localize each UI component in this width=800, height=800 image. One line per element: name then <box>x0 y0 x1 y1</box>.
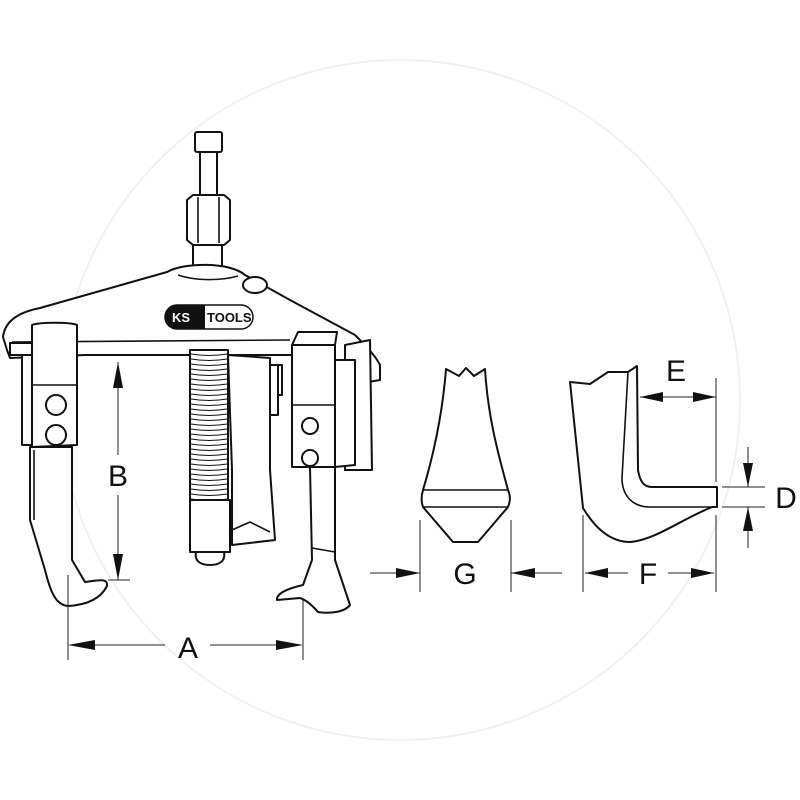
jaw-bolt <box>301 449 319 467</box>
screw-thread <box>190 483 228 486</box>
screw-thread <box>190 408 228 411</box>
screw-thread <box>190 398 228 401</box>
screw-thread <box>190 468 228 471</box>
dimension-label-f: F <box>639 558 657 591</box>
screw-thread <box>190 438 228 441</box>
logo-text-ks: KS <box>172 310 190 325</box>
threaded-screw <box>189 349 231 566</box>
screw-thread <box>190 473 228 476</box>
screw-thread <box>190 488 228 491</box>
dimension-label-d: D <box>775 482 797 515</box>
screw-thread <box>190 388 228 391</box>
logo-text-tools: TOOLS <box>207 310 252 325</box>
screw-thread <box>190 463 228 466</box>
screw-thread <box>190 378 228 381</box>
dimension-label-a: A <box>178 632 198 665</box>
screw-thread <box>190 448 228 451</box>
screw-thread <box>190 423 228 426</box>
screw-thread <box>190 443 228 446</box>
jaw-tip-front-view <box>420 367 511 543</box>
screw-thread <box>190 373 228 376</box>
dimension-a: A <box>67 575 304 665</box>
ks-tools-logo: KS TOOLS <box>164 304 254 330</box>
screw-thread <box>190 368 228 371</box>
screw-thread <box>190 493 228 496</box>
screw-thread <box>190 458 228 461</box>
dimension-label-g: G <box>453 558 476 591</box>
spindle <box>186 131 231 271</box>
screw-thread <box>190 413 228 416</box>
screw-thread <box>190 383 228 386</box>
dimension-label-e: E <box>666 355 686 388</box>
dimension-b: B <box>108 362 130 581</box>
screw-thread <box>190 403 228 406</box>
dimension-e: E <box>640 355 717 482</box>
left-jaw <box>21 321 109 607</box>
jaw-tip-side-view <box>569 365 718 543</box>
screw-thread <box>190 358 228 361</box>
screw-thread <box>190 363 228 366</box>
right-jaw <box>276 331 356 614</box>
dimension-d: D <box>722 447 797 548</box>
jaw-pin <box>45 394 67 416</box>
screw-thread <box>190 353 228 356</box>
screw-thread <box>190 453 228 456</box>
screw-thread <box>190 433 228 436</box>
screw-thread <box>190 393 228 396</box>
jaw-bolt <box>301 417 319 435</box>
screw-thread <box>190 418 228 421</box>
screw-thread <box>190 478 228 481</box>
back-leg <box>227 354 283 546</box>
dimension-g: G <box>370 520 562 592</box>
screw-thread <box>190 428 228 431</box>
jaw-pin <box>45 424 67 446</box>
dimension-label-b: B <box>108 460 128 493</box>
dimension-f: F <box>582 515 717 592</box>
